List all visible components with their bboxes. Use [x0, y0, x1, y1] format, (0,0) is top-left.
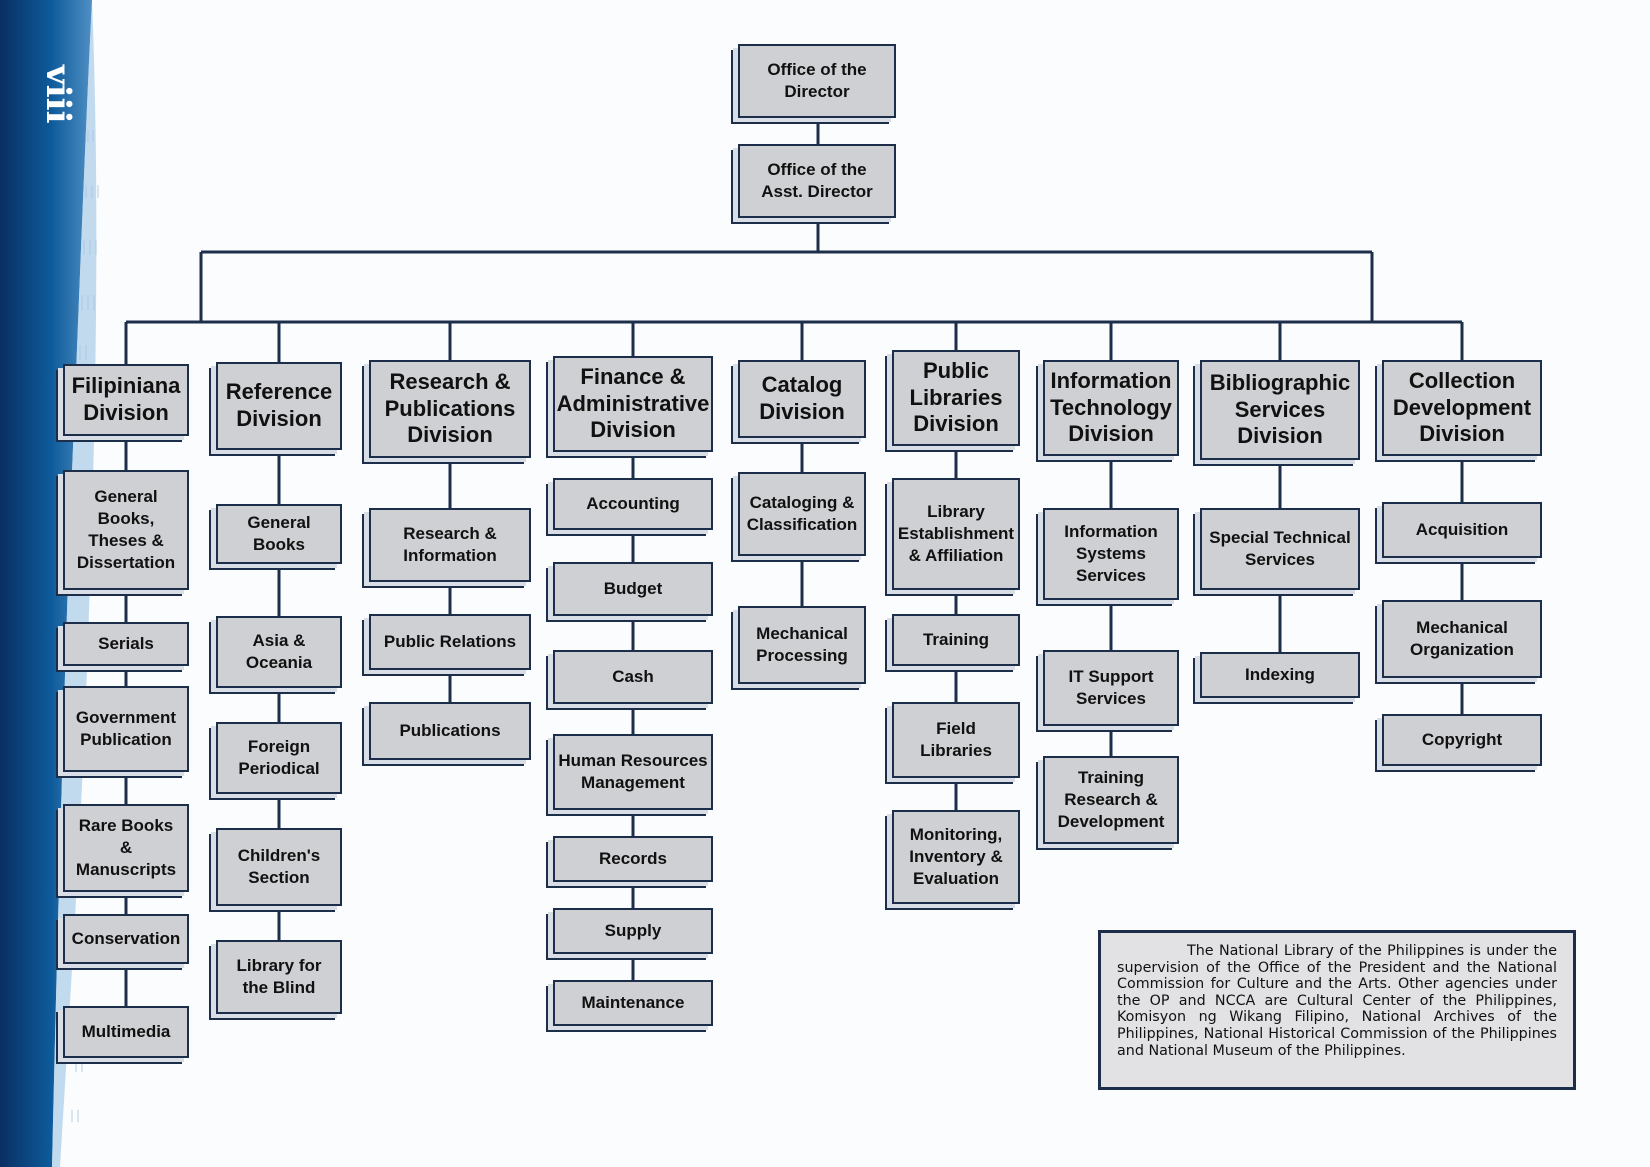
maintenance-box: Maintenance: [553, 980, 713, 1026]
public-relations-box: Public Relations: [369, 614, 531, 670]
general-books-theses-dissertation-box: General Books, Theses & Dissertation: [63, 470, 189, 590]
multimedia-box: Multimedia: [63, 1006, 189, 1058]
finance-administrative-division-box: Finance & Administrative Division: [553, 356, 713, 452]
field-libraries-box: Field Libraries: [892, 702, 1020, 778]
library-for-the-blind-box: Library for the Blind: [216, 940, 342, 1014]
it-support-services-box: IT Support Services: [1043, 650, 1179, 726]
budget-box: Budget: [553, 562, 713, 616]
cash-box: Cash: [553, 650, 713, 704]
director-box: Office of the Director: [738, 44, 896, 118]
asst-director-box: Office of the Asst. Director: [738, 144, 896, 218]
supply-box: Supply: [553, 908, 713, 954]
information-systems-services-box: Information Systems Services: [1043, 508, 1179, 600]
accounting-box: Accounting: [553, 478, 713, 530]
human-resources-management-box: Human Resources Management: [553, 734, 713, 810]
information-technology-division-box: Information Technology Division: [1043, 360, 1179, 456]
filipiniana-division-box: Filipiniana Division: [63, 364, 189, 436]
mechanical-processing-box: Mechanical Processing: [738, 606, 866, 684]
rare-books-manuscripts-box: Rare Books & Manuscripts: [63, 804, 189, 892]
special-technical-services-box: Special Technical Services: [1200, 508, 1360, 590]
children-s-section-box: Children's Section: [216, 828, 342, 906]
research-publications-division-box: Research & Publications Division: [369, 360, 531, 458]
conservation-box: Conservation: [63, 914, 189, 964]
catalog-division-box: Catalog Division: [738, 360, 866, 438]
page-number: viii: [38, 65, 78, 124]
library-establishment-affiliation-box: Library Establishment & Affiliation: [892, 478, 1020, 590]
asia-oceania-box: Asia & Oceania: [216, 616, 342, 688]
public-libraries-division-box: Public Libraries Division: [892, 350, 1020, 446]
monitoring-inventory-evaluation-box: Monitoring, Inventory & Evaluation: [892, 810, 1020, 904]
records-box: Records: [553, 836, 713, 882]
cataloging-classification-box: Cataloging & Classification: [738, 472, 866, 556]
general-books-box: General Books: [216, 504, 342, 564]
training-box: Training: [892, 614, 1020, 666]
collection-development-division-box: Collection Development Division: [1382, 360, 1542, 456]
indexing-box: Indexing: [1200, 652, 1360, 698]
acquisition-box: Acquisition: [1382, 502, 1542, 558]
serials-box: Serials: [63, 622, 189, 666]
reference-division-box: Reference Division: [216, 362, 342, 450]
publications-box: Publications: [369, 702, 531, 760]
copyright-box: Copyright: [1382, 714, 1542, 766]
government-publication-box: Government Publication: [63, 686, 189, 772]
research-information-box: Research & Information: [369, 508, 531, 582]
training-research-development-box: Training Research & Development: [1043, 756, 1179, 844]
mechanical-organization-box: Mechanical Organization: [1382, 600, 1542, 678]
supervision-note: The National Library of the Philippines …: [1098, 930, 1576, 1090]
foreign-periodical-box: Foreign Periodical: [216, 722, 342, 794]
bibliographic-services-division-box: Bibliographic Services Division: [1200, 360, 1360, 460]
